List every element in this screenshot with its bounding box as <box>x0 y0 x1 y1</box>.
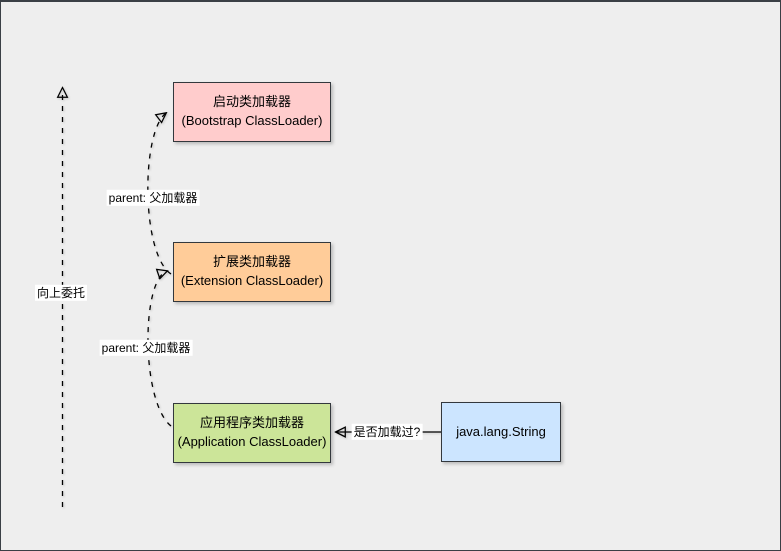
node-subtitle: (Application ClassLoader) <box>177 434 327 449</box>
node-title: java.lang.String <box>456 423 546 439</box>
application-classloader-node: 应用程序类加载器 (Application ClassLoader) <box>173 403 331 463</box>
parent-label-upper: parent: 父加载器 <box>106 189 200 207</box>
extension-classloader-node: 扩展类加载器 (Extension ClassLoader) <box>173 242 331 302</box>
java-lang-string-node: java.lang.String <box>441 402 561 462</box>
node-subtitle: (Bootstrap ClassLoader) <box>181 113 323 128</box>
parent-arrow-extension-to-bootstrap <box>147 113 172 275</box>
upward-delegation-label: 向上委托 <box>34 284 88 302</box>
node-title: 启动类加载器 <box>212 94 291 110</box>
node-title: 应用程序类加载器 <box>199 415 304 431</box>
load-check-label: 是否加载过? <box>351 423 423 441</box>
node-title: 扩展类加载器 <box>212 254 291 270</box>
bootstrap-classloader-node: 启动类加载器 (Bootstrap ClassLoader) <box>173 82 331 142</box>
node-subtitle: (Extension ClassLoader) <box>180 273 324 288</box>
parent-label-lower: parent: 父加载器 <box>99 339 193 357</box>
